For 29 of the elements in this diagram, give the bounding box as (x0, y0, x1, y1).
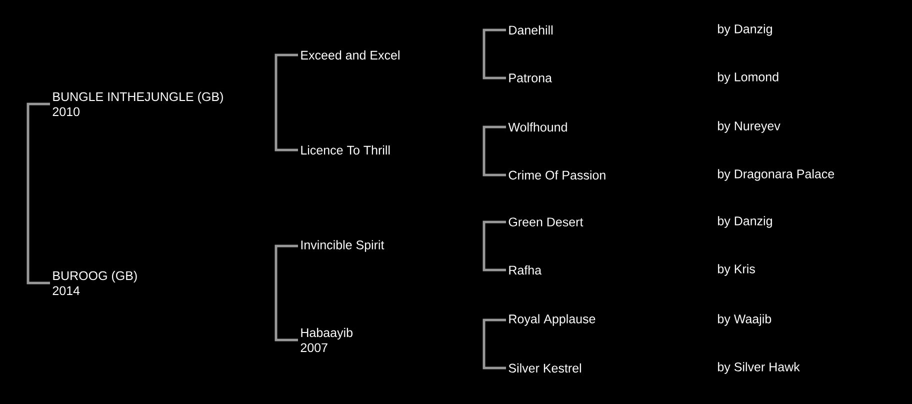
horse-name: Exceed and Excel (301, 50, 400, 60)
bracket-line (482, 318, 506, 370)
horse-name: Invincible Spirit (301, 240, 384, 252)
horse-name: Silver Kestrel (508, 363, 581, 373)
horse-name: Patrona (509, 74, 552, 82)
sire-text: by Kris (718, 264, 755, 276)
horse-name: Licence To Thrill (301, 145, 390, 155)
bracket-line (482, 28, 506, 80)
horse-name: Crime Of Passion (508, 170, 606, 180)
sire-text: by Waajib (718, 314, 772, 326)
sire-text: by Nureyev (718, 121, 780, 133)
horse-name: Green Desert (508, 218, 584, 226)
bracket-line (482, 220, 506, 272)
sire-text: by Dragonara Palace (718, 169, 834, 181)
sire-text: by Lomond (718, 72, 778, 84)
horse-name: Royal Applause (509, 314, 596, 326)
bracket-line (482, 126, 506, 176)
bracket-line (274, 244, 298, 342)
horse-name: Rafha (509, 265, 542, 275)
sire-text: by Silver Hawk (718, 362, 800, 374)
horse-name: BUNGLE INTHEJUNGLE (GB) 2010 (52, 92, 223, 116)
horse-name: Wolfhound (508, 122, 567, 132)
sire-text: by Danzig (718, 24, 772, 36)
bracket-line (274, 54, 298, 152)
horse-name: Habaayib 2007 (300, 328, 352, 352)
sire-text: by Danzig (718, 216, 772, 228)
horse-name: Danehill (509, 25, 553, 35)
bracket-line (26, 102, 50, 284)
horse-name: BUROOG (GB) 2014 (52, 270, 137, 296)
